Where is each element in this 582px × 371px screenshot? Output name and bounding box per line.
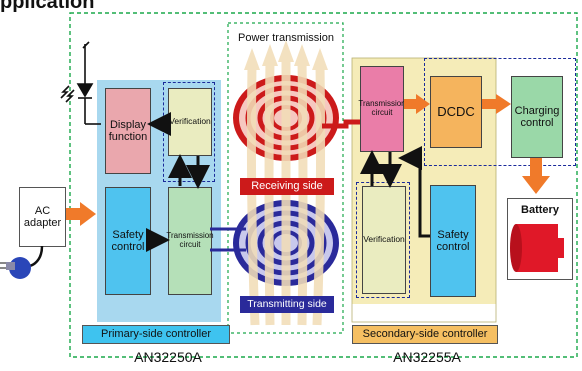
transmission-to-dcdc-arrow [404,94,430,114]
primary-safety-control-block: Safety control [105,187,151,295]
dcdc-to-charging-arrow [482,94,511,114]
receiving-wire [322,119,360,129]
secondary-safety-control-block: Safety control [430,185,476,297]
secondary-controller-label: Secondary-side controller [352,325,498,344]
battery-label: Battery [521,203,559,216]
led-indicator-icon [60,41,101,125]
ac-adapter-box: AC adapter [19,187,66,247]
primary-controller-label: Primary-side controller [82,325,230,344]
secondary-upper-dashed-group [424,58,576,166]
secondary-verification-block: Verification [362,186,406,294]
transmitting-side-label: Transmitting side [240,296,334,313]
ac-plug-icon [0,245,44,279]
header-fragment: pplication [0,0,95,13]
display-function-block: Display function [105,88,151,174]
ac-input-arrow [66,202,96,226]
receiving-side-label: Receiving side [240,178,334,195]
secondary-part-number: AN32255A [393,349,461,366]
power-transmission-title: Power transmission [238,31,334,44]
secondary-transmission-circuit-block: Transmission circuit [358,66,406,152]
charging-to-battery-arrow [522,158,550,194]
charging-control-block: Charging control [511,76,563,158]
primary-part-number: AN32250A [134,349,202,366]
battery-icon [510,224,564,272]
primary-verification-block: Verification [168,88,212,156]
power-transmission-box [227,22,344,334]
sec-safety-to-transmission-arrow [398,146,430,238]
system-boundary [69,12,578,358]
primary-transmission-circuit-block: Transmission circuit [166,187,214,295]
dcdc-block: DCDC [430,76,482,148]
